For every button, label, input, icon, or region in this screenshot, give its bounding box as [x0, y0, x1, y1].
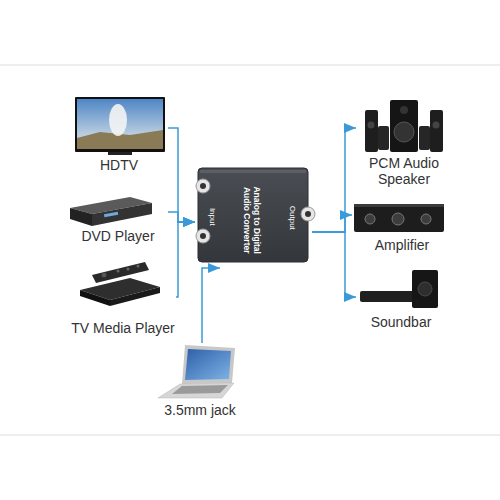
- device-label: DVD Player: [81, 228, 154, 244]
- remote-button: [137, 265, 140, 268]
- rca-jack: [196, 229, 210, 243]
- amplifier-body: [354, 204, 444, 232]
- soundbar-body: [360, 291, 418, 302]
- device-label: Amplifier: [375, 237, 429, 253]
- tv-screen: [77, 99, 163, 149]
- port-label: Output: [287, 198, 297, 238]
- device-label: HDTV: [100, 157, 138, 173]
- remote-button: [117, 270, 120, 273]
- signal-connector: [168, 212, 195, 222]
- signal-connector: [312, 232, 356, 297]
- device-node: Soundbar: [356, 265, 446, 330]
- converter-edge: [200, 170, 306, 173]
- speaker-tower: [430, 110, 443, 152]
- port-label: Input: [207, 197, 217, 237]
- remote-button: [127, 268, 130, 271]
- signal-connector: [168, 128, 195, 222]
- player-side: [110, 287, 160, 306]
- soundbar-subwoofer: [412, 270, 438, 308]
- subwoofer: [390, 100, 418, 152]
- tv-illustration: [75, 97, 165, 155]
- tv-geyser: [109, 104, 127, 136]
- tv-stand: [108, 152, 132, 155]
- device-node: HDTV: [70, 95, 168, 173]
- dvd-illustration: [70, 197, 152, 226]
- converter-illustration: [196, 168, 315, 262]
- media-player-illustration: [80, 262, 160, 306]
- amplifier-knob: [365, 214, 375, 224]
- rca-jack-hole: [200, 233, 206, 239]
- device-node: DVD Player: [68, 192, 168, 244]
- amplifier-top: [354, 204, 444, 207]
- dvd-front: [70, 208, 92, 226]
- dvd-display: [104, 212, 118, 217]
- remote-control: [92, 262, 149, 283]
- satellite-speaker: [419, 126, 430, 150]
- laptop-screen: [185, 349, 231, 380]
- rca-jack: [196, 179, 210, 193]
- divider-line: [0, 435, 500, 436]
- rca-jack-hole: [200, 183, 206, 189]
- device-label: Soundbar: [371, 314, 432, 330]
- subwoofer-cone: [394, 122, 414, 142]
- converter-box: Analog to Digital Audio Converter Input Ou…: [195, 160, 312, 268]
- device-title: Analog to Digital Audio Converter: [242, 183, 262, 257]
- device-label: 3.5mm jack: [164, 402, 236, 418]
- device-label: PCM Audio Speaker: [356, 155, 452, 187]
- amplifier-knob: [421, 214, 431, 224]
- laptop-illustration: [158, 345, 235, 398]
- speaker-illustration: [365, 100, 443, 152]
- signal-connector: [312, 128, 356, 232]
- tweeter: [400, 106, 408, 114]
- device-node: TV Media Player: [70, 260, 176, 336]
- player-front: [80, 290, 110, 306]
- signal-connector: [312, 215, 352, 232]
- amplifier-illustration: [354, 204, 444, 232]
- amplifier-knob: [392, 213, 404, 225]
- speaker-cone: [368, 122, 375, 129]
- satellite-speaker: [378, 126, 389, 150]
- dvd-side: [92, 203, 152, 226]
- coaxial-jack: [301, 207, 315, 221]
- device-node: Amplifier: [352, 198, 452, 253]
- signal-connector: [176, 222, 195, 297]
- converter-body: [198, 168, 308, 262]
- coaxial-jack-hole: [305, 211, 311, 217]
- divider-line: [0, 65, 500, 66]
- speaker-cone: [433, 122, 440, 129]
- laptop-lid: [182, 345, 235, 384]
- signal-connector: [202, 268, 220, 343]
- speaker-tower: [365, 110, 378, 152]
- device-node: PCM Audio Speaker: [356, 95, 452, 187]
- tv-bezel: [75, 97, 165, 152]
- laptop-keyboard: [172, 385, 228, 394]
- soundbar-illustration: [360, 270, 438, 308]
- device-node: 3.5mm jack: [150, 343, 250, 418]
- laptop-base: [158, 383, 234, 398]
- subwoofer-cone: [418, 282, 432, 296]
- device-label: TV Media Player: [71, 320, 174, 336]
- remote-button: [102, 273, 107, 278]
